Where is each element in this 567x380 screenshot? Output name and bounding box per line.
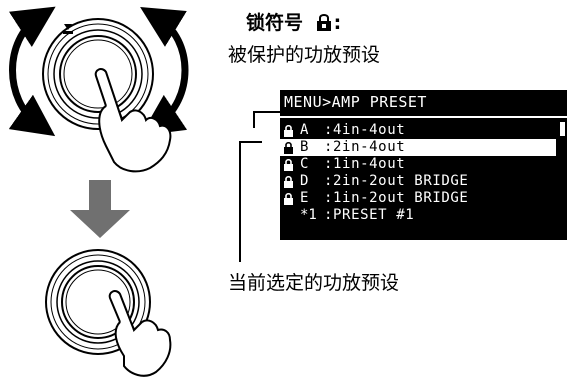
preset-key: B (300, 139, 309, 155)
lock-icon (283, 141, 294, 154)
rotate-arrow-right-icon (140, 7, 189, 136)
knob-marker-icon (63, 24, 73, 34)
preset-label: :4in-4out (324, 122, 406, 138)
lcd-title: MENU>AMP PRESET (284, 93, 427, 111)
lock-icon (316, 13, 332, 36)
preset-label: :1in-2out BRIDGE (324, 190, 469, 206)
down-arrow-icon (70, 180, 130, 238)
preset-key: D (300, 173, 309, 189)
leader-line-current (239, 141, 262, 262)
lock-symbol-colon: : (333, 12, 342, 34)
preset-item[interactable]: B :2in-4out (280, 139, 556, 156)
preset-item[interactable]: E :1in-2out BRIDGE (280, 190, 556, 207)
preset-label: :1in-4out (324, 156, 406, 172)
scrollbar[interactable] (560, 122, 565, 136)
hand-pointer-icon (108, 290, 172, 377)
rotate-arrow-left-icon (8, 6, 56, 137)
lock-icon (283, 124, 294, 137)
preset-item[interactable]: D :2in-2out BRIDGE (280, 173, 556, 190)
lock-symbol-description: 被保护的功放预设 (228, 44, 381, 66)
preset-key: E (300, 190, 309, 206)
preset-key: C (300, 156, 309, 172)
lock-symbol-title: 锁符号 : (246, 8, 341, 36)
hand-pointer-icon (94, 68, 172, 173)
preset-item[interactable]: C :1in-4out (280, 156, 556, 173)
preset-label: :2in-2out BRIDGE (324, 173, 469, 189)
encoder-knob-icon (45, 249, 151, 355)
preset-key: A (300, 122, 309, 138)
lock-icon (283, 175, 294, 188)
lock-icon (283, 192, 294, 205)
current-selection-description: 当前选定的功放预设 (228, 272, 400, 294)
preset-label: :PRESET #1 (324, 207, 415, 223)
lcd-separator (280, 116, 567, 118)
preset-key: *1 (300, 207, 317, 223)
preset-item[interactable]: A :4in-4out (280, 122, 556, 139)
lock-symbol-label: 锁符号 (246, 12, 304, 34)
preset-label: :2in-4out (324, 139, 406, 155)
lock-icon (283, 158, 294, 171)
preset-item[interactable]: *1 :PRESET #1 (280, 207, 556, 224)
